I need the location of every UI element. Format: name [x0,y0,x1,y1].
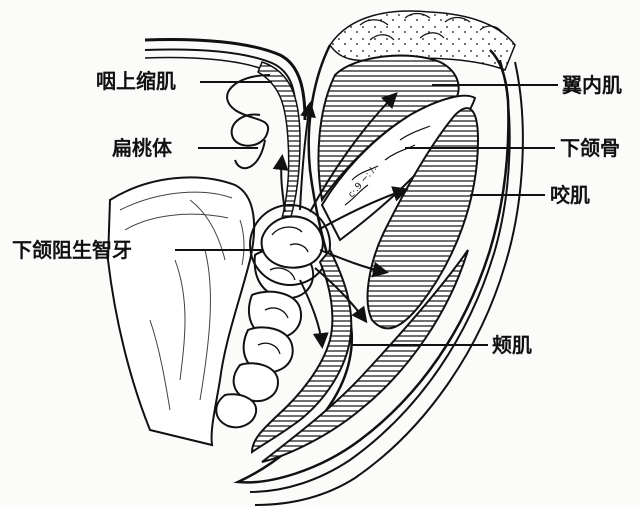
label-masseter: 咬肌 [550,183,590,207]
label-medial-pterygoid: 翼内肌 [561,73,622,97]
label-tonsil: 扁桃体 [112,136,173,160]
label-impacted-wisdom-tooth: 下颌阻生智牙 [12,238,132,262]
label-buccinator: 颊肌 [492,333,532,357]
tonsil-shape [227,75,270,168]
label-pharyngeal-constrictor: 咽上缩肌 [96,69,176,93]
label-mandible: 下颌骨 [560,136,620,160]
